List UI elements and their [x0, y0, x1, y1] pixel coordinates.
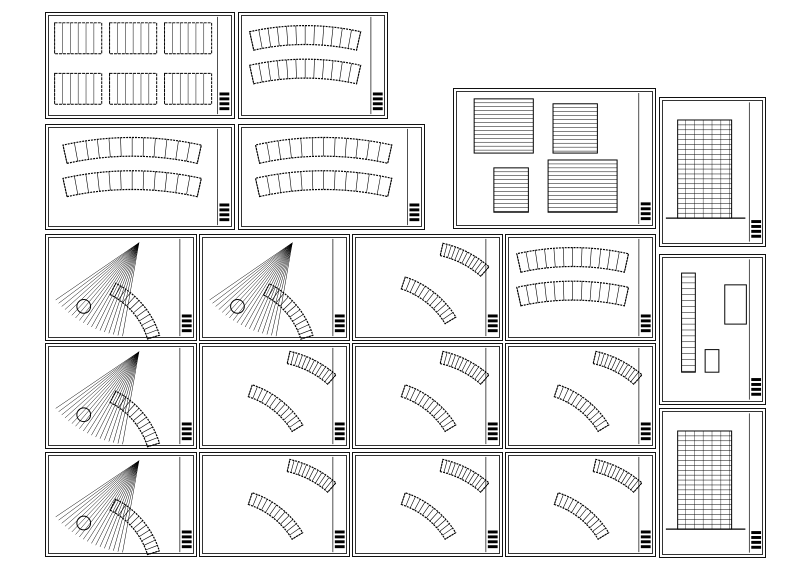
- drawing-content: [254, 136, 393, 198]
- drawing-arc-plan-pair[interactable]: [199, 452, 350, 557]
- title-block: [332, 347, 345, 445]
- title-block: [332, 456, 345, 553]
- title-block: [179, 347, 192, 445]
- drawing-arc-plan-pair[interactable]: [199, 343, 350, 449]
- title-block: [179, 238, 192, 337]
- drawing-fan-plan[interactable]: [199, 234, 350, 341]
- title-block: [638, 456, 651, 553]
- drawing-content: [62, 136, 203, 198]
- title-block: [485, 456, 498, 553]
- drawing-curved-plan-pair[interactable]: [45, 124, 235, 230]
- title-block: [638, 238, 651, 337]
- drawing-content: [55, 351, 161, 448]
- title-block: [485, 347, 498, 445]
- drawing-content: [55, 242, 161, 340]
- drawing-fan-plan[interactable]: [45, 234, 197, 341]
- drawing-content: [665, 430, 746, 530]
- drawing-fan-plan[interactable]: [45, 452, 197, 557]
- title-block: [370, 16, 383, 115]
- drawing-floor-plan-grid[interactable]: [45, 12, 235, 119]
- title-block: [217, 16, 230, 115]
- drawing-content: [400, 242, 490, 325]
- drawing-arc-plan-pair[interactable]: [352, 343, 503, 449]
- drawing-content: [247, 350, 337, 433]
- title-block: [748, 259, 762, 400]
- drawing-content: [54, 22, 213, 105]
- drawing-content: [400, 458, 490, 540]
- drawing-content: [681, 272, 747, 373]
- title-block: [638, 347, 651, 445]
- drawing-content: [473, 98, 618, 213]
- drawing-content: [553, 350, 643, 433]
- drawing-elevations-multi[interactable]: [453, 88, 656, 229]
- drawing-curved-plan-pair[interactable]: [238, 124, 425, 230]
- title-block: [638, 92, 651, 225]
- title-block: [332, 238, 345, 337]
- drawing-curved-plan-pair[interactable]: [238, 12, 388, 119]
- drawing-arc-plan-pair[interactable]: [352, 234, 503, 341]
- drawing-content: [553, 458, 643, 540]
- drawing-curved-plan-pair[interactable]: [505, 234, 656, 341]
- drawing-elevation-tower[interactable]: [659, 97, 766, 247]
- title-block: [407, 128, 420, 226]
- drawing-content: [247, 458, 337, 540]
- drawing-arc-plan-pair[interactable]: [352, 452, 503, 557]
- drawing-section[interactable]: [659, 254, 766, 405]
- drawing-arc-plan-pair[interactable]: [505, 343, 656, 449]
- drawing-content: [516, 247, 630, 307]
- drawing-arc-plan-pair[interactable]: [505, 452, 656, 557]
- drawing-content: [55, 460, 161, 556]
- title-block: [179, 456, 192, 553]
- drawing-fan-plan[interactable]: [45, 343, 197, 449]
- drawing-elevation-tower[interactable]: [659, 408, 766, 558]
- title-block: [748, 413, 762, 553]
- drawing-content: [665, 119, 746, 219]
- drawing-content: [248, 25, 362, 85]
- drawing-content: [209, 242, 314, 340]
- title-block: [485, 238, 498, 337]
- drawing-content: [400, 350, 490, 433]
- title-block: [748, 102, 762, 242]
- title-block: [217, 128, 230, 226]
